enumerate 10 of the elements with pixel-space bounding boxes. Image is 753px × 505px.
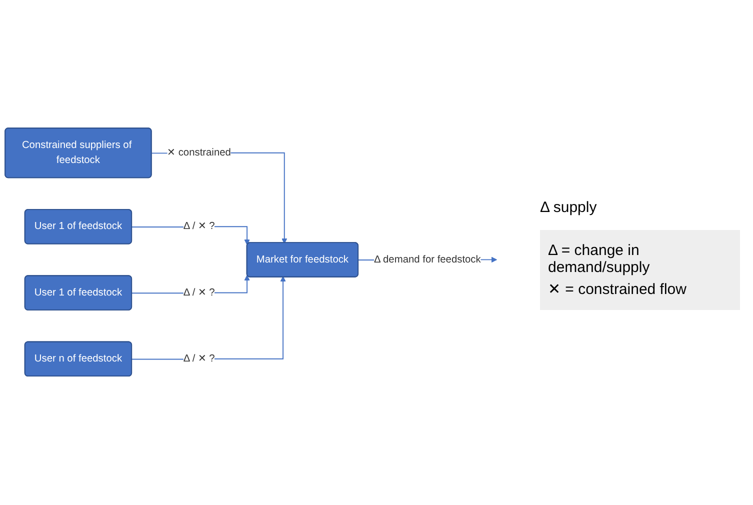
note-text: Δ supply [540,199,598,216]
arrow [131,276,286,360]
edge-label: Δ demand for feedstock [374,254,481,266]
edge-label: Δ / ✕ ? [183,221,215,232]
legend-text: ✕ = constrained flow [548,281,686,298]
legend-text: Δ = change in demand/supply [548,242,650,276]
edge-label: ✕ constrained [167,148,231,158]
edge-label: Δ / ✕ ? [183,287,215,298]
arrow [151,152,288,244]
edge-label: Δ / ✕ ? [183,354,215,364]
